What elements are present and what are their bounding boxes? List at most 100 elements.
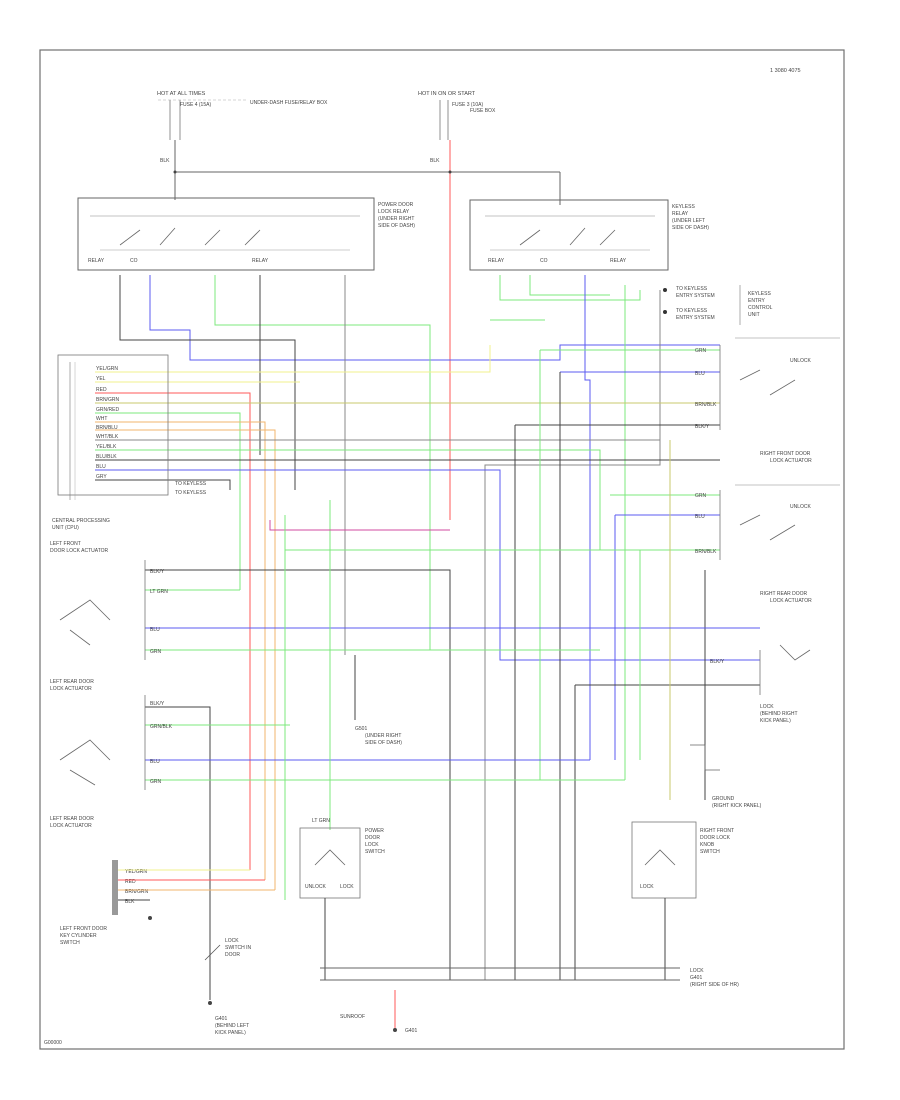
power-door-lock-relay: RELAY CO RELAY POWER DOOR LOCK RELAY (UN… (77, 197, 415, 271)
svg-text:LOCK RELAY: LOCK RELAY (378, 209, 410, 215)
svg-text:YEL/BLK: YEL/BLK (96, 444, 117, 450)
right-rear-switch: BLK/Y LOCK (BEHIND RIGHT KICK PANEL) (710, 644, 811, 724)
power-source-right: HOT IN ON OR START FUSE 3 (10A) FUSE BOX (418, 91, 496, 140)
svg-text:LEFT FRONT DOOR: LEFT FRONT DOOR (60, 926, 107, 932)
svg-text:(BEHIND RIGHT: (BEHIND RIGHT (760, 711, 798, 717)
svg-text:UNLOCK: UNLOCK (790, 504, 812, 510)
svg-text:LOCK ACTUATOR: LOCK ACTUATOR (770, 598, 812, 604)
svg-text:GRN: GRN (695, 348, 707, 354)
svg-text:SIDE OF DASH): SIDE OF DASH) (672, 225, 709, 231)
svg-text:KEY CYLINDER: KEY CYLINDER (60, 933, 97, 939)
svg-text:GRY: GRY (96, 474, 107, 480)
svg-text:G401: G401 (690, 975, 702, 981)
svg-text:SWITCH: SWITCH (365, 849, 385, 855)
svg-text:LOCK ACTUATOR: LOCK ACTUATOR (770, 458, 812, 464)
svg-text:GRN: GRN (150, 779, 162, 785)
svg-text:DOOR: DOOR (365, 835, 380, 841)
power-door-lock-switch: G501 (UNDER RIGHT SIDE OF DASH) LT GRN P… (299, 726, 402, 980)
svg-text:(RIGHT SIDE OF HR): (RIGHT SIDE OF HR) (690, 982, 739, 988)
svg-text:BRN/GRN: BRN/GRN (96, 397, 119, 403)
svg-text:YEL/GRN: YEL/GRN (96, 366, 118, 372)
svg-text:BLU/BLK: BLU/BLK (96, 454, 117, 460)
svg-text:LOCK ACTUATOR: LOCK ACTUATOR (50, 823, 92, 829)
right-front-door-switch: RIGHT FRONT DOOR LOCK KNOB SWITCH LOCK (631, 821, 734, 980)
svg-text:DOOR: DOOR (225, 952, 240, 958)
svg-text:RELAY: RELAY (88, 258, 105, 264)
svg-text:RIGHT FRONT: RIGHT FRONT (700, 828, 734, 834)
svg-text:UNIT: UNIT (748, 312, 760, 318)
svg-text:SWITCH: SWITCH (700, 849, 720, 855)
svg-text:KEYLESS: KEYLESS (748, 291, 771, 297)
left-rear-door-actuator: LEFT REAR DOOR LOCK ACTUATOR BLK/Y GRN/B… (50, 679, 173, 829)
svg-text:BLK/Y: BLK/Y (150, 569, 165, 575)
svg-text:CO: CO (540, 258, 548, 264)
svg-text:LEFT FRONT: LEFT FRONT (50, 541, 81, 547)
svg-text:RELAY: RELAY (488, 258, 505, 264)
svg-text:ENTRY SYSTEM: ENTRY SYSTEM (676, 293, 715, 299)
svg-text:BLU: BLU (695, 514, 705, 520)
svg-text:DOOR LOCK: DOOR LOCK (700, 835, 731, 841)
svg-text:UNLOCK: UNLOCK (305, 884, 327, 890)
svg-text:(UNDER RIGHT: (UNDER RIGHT (378, 216, 414, 222)
svg-text:KICK PANEL): KICK PANEL) (760, 718, 791, 724)
svg-text:BLU: BLU (150, 627, 160, 633)
svg-text:UNLOCK: UNLOCK (790, 358, 812, 364)
svg-text:CO: CO (130, 258, 138, 264)
svg-text:BLK/Y: BLK/Y (710, 659, 725, 665)
svg-text:BLK: BLK (125, 899, 135, 905)
svg-text:HOT AT ALL TIMES: HOT AT ALL TIMES (157, 91, 206, 97)
svg-text:WHT: WHT (96, 416, 107, 422)
svg-text:LOCK: LOCK (340, 884, 354, 890)
svg-text:BRN/GRN: BRN/GRN (125, 889, 148, 895)
svg-text:BRN/BLK: BRN/BLK (695, 402, 717, 408)
svg-text:(BEHIND LEFT: (BEHIND LEFT (215, 1023, 249, 1029)
svg-text:RED: RED (96, 387, 107, 393)
svg-text:YEL/GRN: YEL/GRN (125, 869, 147, 875)
svg-text:FUSE 3 (10A): FUSE 3 (10A) (452, 102, 483, 108)
right-rear-door-actuator: GRN BLU BRN/BLK UNLOCK RIGHT REAR DOOR L… (695, 484, 840, 604)
svg-text:LOCK: LOCK (640, 884, 654, 890)
svg-text:KNOB: KNOB (700, 842, 715, 848)
svg-text:SWITCH: SWITCH (60, 940, 80, 946)
svg-text:ENTRY: ENTRY (748, 298, 766, 304)
svg-text:G401: G401 (215, 1016, 227, 1022)
svg-text:SIDE OF DASH): SIDE OF DASH) (365, 740, 402, 746)
svg-text:(UNDER LEFT: (UNDER LEFT (672, 218, 705, 224)
svg-text:RIGHT REAR DOOR: RIGHT REAR DOOR (760, 591, 808, 597)
svg-text:ENTRY SYSTEM: ENTRY SYSTEM (676, 315, 715, 321)
svg-text:KICK PANEL): KICK PANEL) (215, 1030, 246, 1036)
svg-text:FUSE BOX: FUSE BOX (470, 108, 496, 114)
svg-text:GRN/BLK: GRN/BLK (150, 724, 173, 730)
svg-text:KEYLESS: KEYLESS (672, 204, 695, 210)
svg-text:G401: G401 (405, 1028, 417, 1034)
svg-text:CENTRAL PROCESSING: CENTRAL PROCESSING (52, 518, 110, 524)
svg-text:LT GRN: LT GRN (312, 818, 330, 824)
svg-text:SIDE OF DASH): SIDE OF DASH) (378, 223, 415, 229)
svg-text:FUSE 4 (15A): FUSE 4 (15A) (180, 102, 211, 108)
svg-text:RELAY: RELAY (610, 258, 627, 264)
corner-tag: 1 3080 4075 (770, 68, 801, 74)
power-source-left: HOT AT ALL TIMES FUSE 4 (15A) UNDER-DASH… (157, 91, 328, 140)
svg-text:RELAY: RELAY (252, 258, 269, 264)
svg-text:LEFT REAR DOOR: LEFT REAR DOOR (50, 816, 94, 822)
svg-text:SUNROOF: SUNROOF (340, 1014, 365, 1020)
svg-text:CONTROL: CONTROL (748, 305, 773, 311)
svg-text:YEL: YEL (96, 376, 106, 382)
svg-text:LEFT REAR DOOR: LEFT REAR DOOR (50, 679, 94, 685)
svg-text:TO KEYLESS: TO KEYLESS (676, 286, 708, 292)
svg-text:LOCK ACTUATOR: LOCK ACTUATOR (50, 686, 92, 692)
svg-text:LOCK: LOCK (365, 842, 379, 848)
svg-text:BLU: BLU (150, 759, 160, 765)
svg-text:DOOR LOCK ACTUATOR: DOOR LOCK ACTUATOR (50, 548, 109, 554)
left-lock-switch: LOCK SWITCH IN DOOR G401 (BEHIND LEFT KI… (204, 938, 251, 1036)
svg-text:BLU: BLU (695, 371, 705, 377)
svg-text:LOCK: LOCK (225, 938, 239, 944)
right-front-door-actuator: GRN BLU BRN/BLK BLK/Y UNLOCK RIGHT FRONT… (695, 337, 840, 464)
svg-text:BRN/BLK: BRN/BLK (695, 549, 717, 555)
bottom-ground-bus: LOCK G401 (RIGHT SIDE OF HR) SUNROOF G40… (320, 967, 739, 1034)
keyless-connections: TO KEYLESS ENTRY SYSTEM TO KEYLESS ENTRY… (663, 285, 773, 325)
svg-text:LOCK: LOCK (690, 968, 704, 974)
svg-text:RED: RED (125, 879, 136, 885)
key-cylinder-switch: YEL/GRN RED BRN/GRN BLK LEFT FRONT DOOR … (60, 860, 275, 946)
